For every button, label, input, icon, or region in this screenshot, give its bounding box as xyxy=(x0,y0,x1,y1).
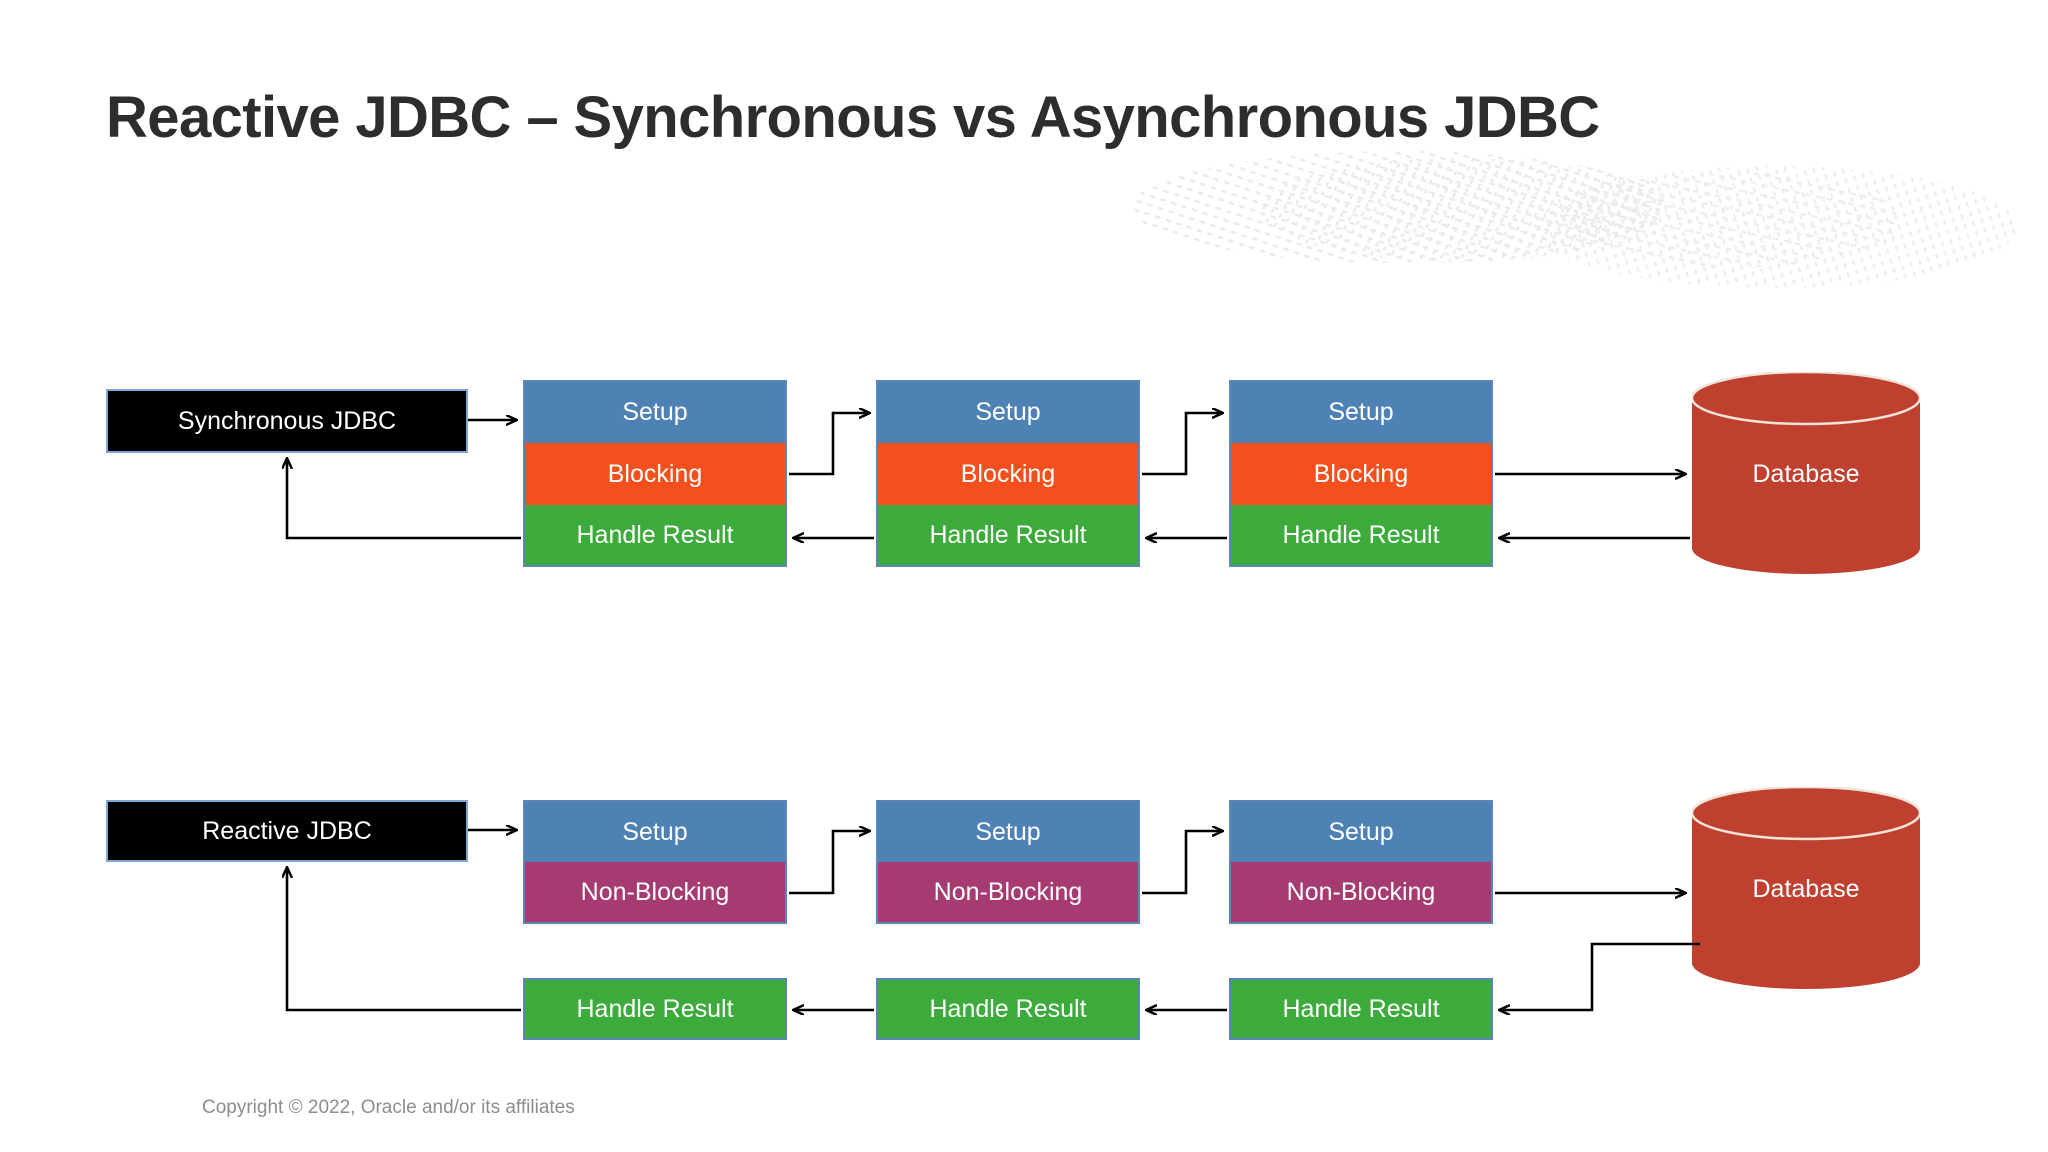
reactive-stack-2-handle-result-label: Handle Result xyxy=(929,994,1087,1023)
sync-stack-3-setup-label: Setup xyxy=(1328,398,1394,426)
sync-stack-2-blocking[interactable]: Blocking xyxy=(876,443,1140,505)
sync-stack-1-setup-label: Setup xyxy=(622,398,688,426)
reactive-stack-3-setup-label: Setup xyxy=(1328,817,1394,846)
sync-stack-1-blocking-label: Blocking xyxy=(607,459,703,488)
arrow-reactive-stack1-to-stack2 xyxy=(789,831,869,895)
reactive-stack-3-setup[interactable]: Setup xyxy=(1229,800,1493,862)
decorative-texture-blob xyxy=(1132,151,1668,263)
reactive-stack-1-handle-result-label: Handle Result xyxy=(576,994,734,1023)
sync-stack-1-handle-result[interactable]: Handle Result xyxy=(523,505,787,567)
reactive-stack-3-non-blocking[interactable]: Non-Blocking xyxy=(1229,862,1493,924)
reactive-stack-1-non-blocking[interactable]: Non-Blocking xyxy=(523,862,787,924)
database-cylinder-reactive[interactable]: Database xyxy=(1690,785,1922,989)
label-box-reactive-jdbc-text: Reactive JDBC xyxy=(202,816,372,845)
arrow-sync-stack1-result-to-label xyxy=(287,459,521,540)
arrow-sync-stack1-to-stack2 xyxy=(789,413,869,476)
reactive-stack-1-non-blocking-label: Non-Blocking xyxy=(580,877,730,906)
reactive-stack-1-setup[interactable]: Setup xyxy=(523,800,787,862)
reactive-stack-2-setup-label: Setup xyxy=(975,817,1041,846)
database-label-reactive: Database xyxy=(1752,875,1860,903)
reactive-stack-3-non-blocking-label: Non-Blocking xyxy=(1286,877,1436,906)
sync-stack-3-blocking-label: Blocking xyxy=(1313,459,1409,488)
arrow-reactive-stack1-result-to-label xyxy=(287,868,521,1012)
arrow-reactive-database-to-stack3-result xyxy=(1500,942,1700,1010)
arrow-reactive-stack2-to-stack3 xyxy=(1142,831,1222,895)
label-box-synchronous-jdbc-text: Synchronous JDBC xyxy=(177,406,397,435)
reactive-stack-1-handle-result[interactable]: Handle Result xyxy=(523,978,787,1040)
decorative-texture-blob-secondary xyxy=(1532,166,2018,288)
arrow-sync-stack2-to-stack3 xyxy=(1142,413,1222,476)
reactive-stack-2-non-blocking[interactable]: Non-Blocking xyxy=(876,862,1140,924)
reactive-stack-1-setup-label: Setup xyxy=(622,817,688,846)
database-icon xyxy=(1690,370,1922,574)
sync-stack-2-blocking-label: Blocking xyxy=(960,459,1056,488)
footer-copyright: Copyright © 2022, Oracle and/or its affi… xyxy=(202,1097,575,1118)
reactive-stack-2-handle-result[interactable]: Handle Result xyxy=(876,978,1140,1040)
sync-stack-3-handle-result[interactable]: Handle Result xyxy=(1229,505,1493,567)
label-box-reactive-jdbc[interactable]: Reactive JDBC xyxy=(106,800,468,862)
sync-stack-3-setup[interactable]: Setup xyxy=(1229,380,1493,443)
page-title: Reactive JDBC – Synchronous vs Asynchron… xyxy=(106,85,1600,150)
sync-stack-3-blocking[interactable]: Blocking xyxy=(1229,443,1493,505)
reactive-stack-3-handle-result[interactable]: Handle Result xyxy=(1229,978,1493,1040)
sync-stack-3-handle-result-label: Handle Result xyxy=(1282,520,1440,549)
sync-stack-1-handle-result-label: Handle Result xyxy=(576,520,734,549)
reactive-stack-2-non-blocking-label: Non-Blocking xyxy=(933,877,1083,906)
label-box-synchronous-jdbc[interactable]: Synchronous JDBC xyxy=(106,389,468,453)
database-label-synchronous: Database xyxy=(1752,460,1860,488)
database-cylinder-synchronous[interactable]: Database xyxy=(1690,370,1922,574)
sync-stack-1-setup[interactable]: Setup xyxy=(523,380,787,443)
database-icon xyxy=(1690,785,1922,989)
reactive-stack-3-handle-result-label: Handle Result xyxy=(1282,994,1440,1023)
sync-stack-2-setup[interactable]: Setup xyxy=(876,380,1140,443)
sync-stack-2-setup-label: Setup xyxy=(975,398,1041,426)
sync-stack-2-handle-result[interactable]: Handle Result xyxy=(876,505,1140,567)
reactive-stack-2-setup[interactable]: Setup xyxy=(876,800,1140,862)
sync-stack-2-handle-result-label: Handle Result xyxy=(929,520,1087,549)
sync-stack-1-blocking[interactable]: Blocking xyxy=(523,443,787,505)
